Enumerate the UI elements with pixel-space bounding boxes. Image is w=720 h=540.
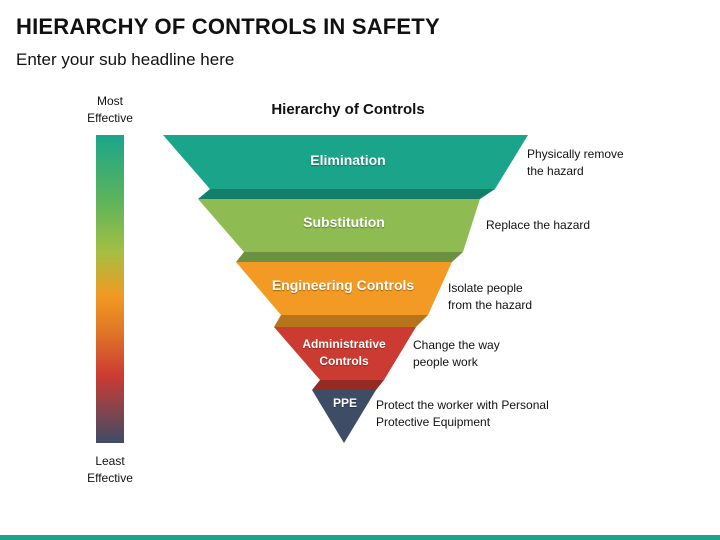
page-subtitle: Enter your sub headline here — [16, 50, 235, 69]
level-label-ppe: PPE — [332, 396, 357, 410]
description-substitution: Replace the hazard — [486, 218, 591, 232]
level-connector — [274, 315, 428, 327]
description-administrative-controls: Change the way people work — [413, 338, 500, 369]
level-label-administrative-controls: Administrative Controls — [302, 337, 386, 368]
level-label-engineering-controls: Engineering Controls — [271, 277, 415, 293]
scale-top-label: Most Effective — [87, 94, 133, 125]
level-connector — [312, 380, 384, 390]
level-shape-ppe — [312, 390, 376, 443]
level-shape-engineering-controls — [236, 262, 452, 315]
page-title: HIERARCHY OF CONTROLS IN SAFETY — [16, 14, 440, 39]
scale-bottom-label: Least Effective — [87, 454, 133, 485]
level-connector — [198, 189, 495, 199]
description-elimination: Physically remove the hazard — [527, 147, 624, 178]
footer-accent-line — [0, 535, 720, 540]
level-shape-administrative-controls — [274, 327, 416, 380]
level-connector — [236, 252, 463, 262]
level-label-substitution: Substitution — [303, 214, 385, 230]
level-shape-elimination — [163, 135, 528, 189]
level-label-elimination: Elimination — [310, 152, 386, 168]
effectiveness-gradient-bar — [96, 135, 124, 443]
level-shape-substitution — [198, 199, 480, 252]
description-engineering-controls: Isolate people from the hazard — [448, 281, 533, 312]
description-ppe: Protect the worker with Personal Protect… — [376, 398, 549, 429]
diagram-title: Hierarchy of Controls — [271, 101, 425, 118]
